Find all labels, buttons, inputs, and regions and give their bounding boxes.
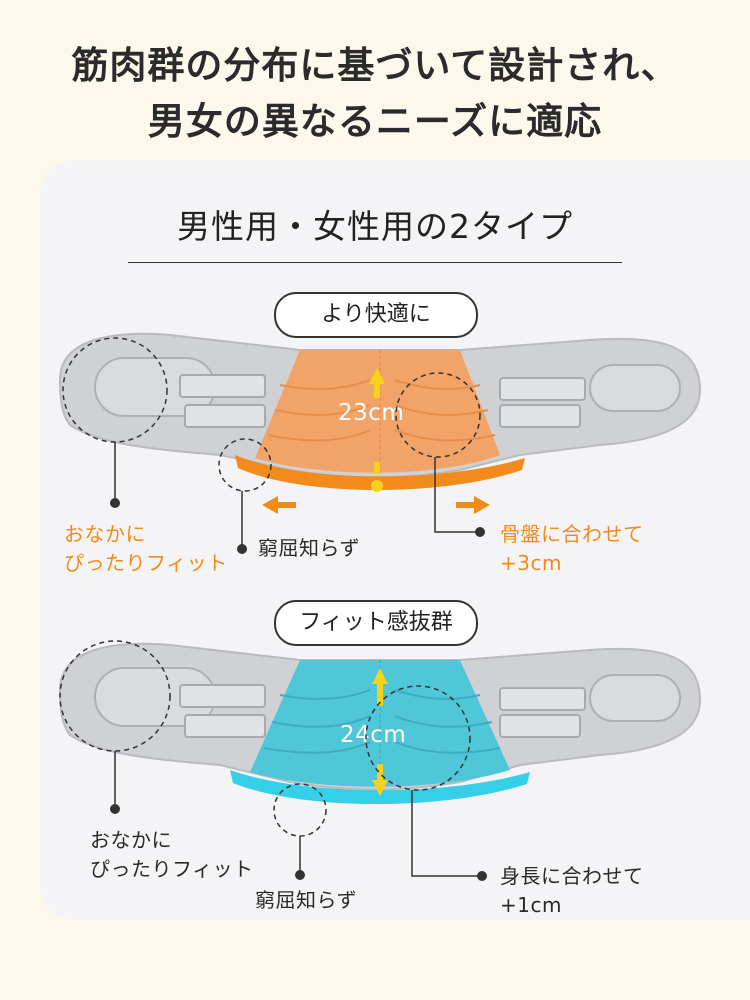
feature-pill-1: より快適に bbox=[274, 292, 478, 338]
feature-pill-2: フィット感抜群 bbox=[274, 600, 478, 646]
subtitle-divider bbox=[128, 262, 622, 263]
right-pad bbox=[589, 674, 681, 722]
right-pad bbox=[589, 364, 681, 412]
straps-1 bbox=[179, 374, 586, 428]
measurement-1: 23cm bbox=[338, 400, 405, 426]
height-arrow-1 bbox=[369, 368, 385, 492]
headline-line-2: 男女の異なるニーズに適応 bbox=[147, 100, 603, 143]
label-height-2: 身長に合わせて +1cm bbox=[500, 864, 644, 917]
measurement-2: 24cm bbox=[340, 722, 407, 748]
label-comfort-2: 窮屈知らず bbox=[255, 888, 358, 912]
label-belly-fit-2: おなかに ぴったりフィット bbox=[90, 828, 254, 881]
headline-line-1: 筋肉群の分布に基づいて設計され、 bbox=[71, 44, 679, 87]
subtitle: 男性用・女性用の2タイプ bbox=[177, 207, 573, 246]
straps-2 bbox=[179, 684, 586, 738]
label-pelvis-1: 骨盤に合わせて +3cm bbox=[500, 522, 644, 575]
label-belly-fit-1: おなかに ぴったりフィット bbox=[64, 522, 228, 575]
label-comfort-1: 窮屈知らず bbox=[258, 536, 361, 560]
headline: 筋肉群の分布に基づいて設計され、 男女の異なるニーズに適応 bbox=[0, 38, 750, 150]
